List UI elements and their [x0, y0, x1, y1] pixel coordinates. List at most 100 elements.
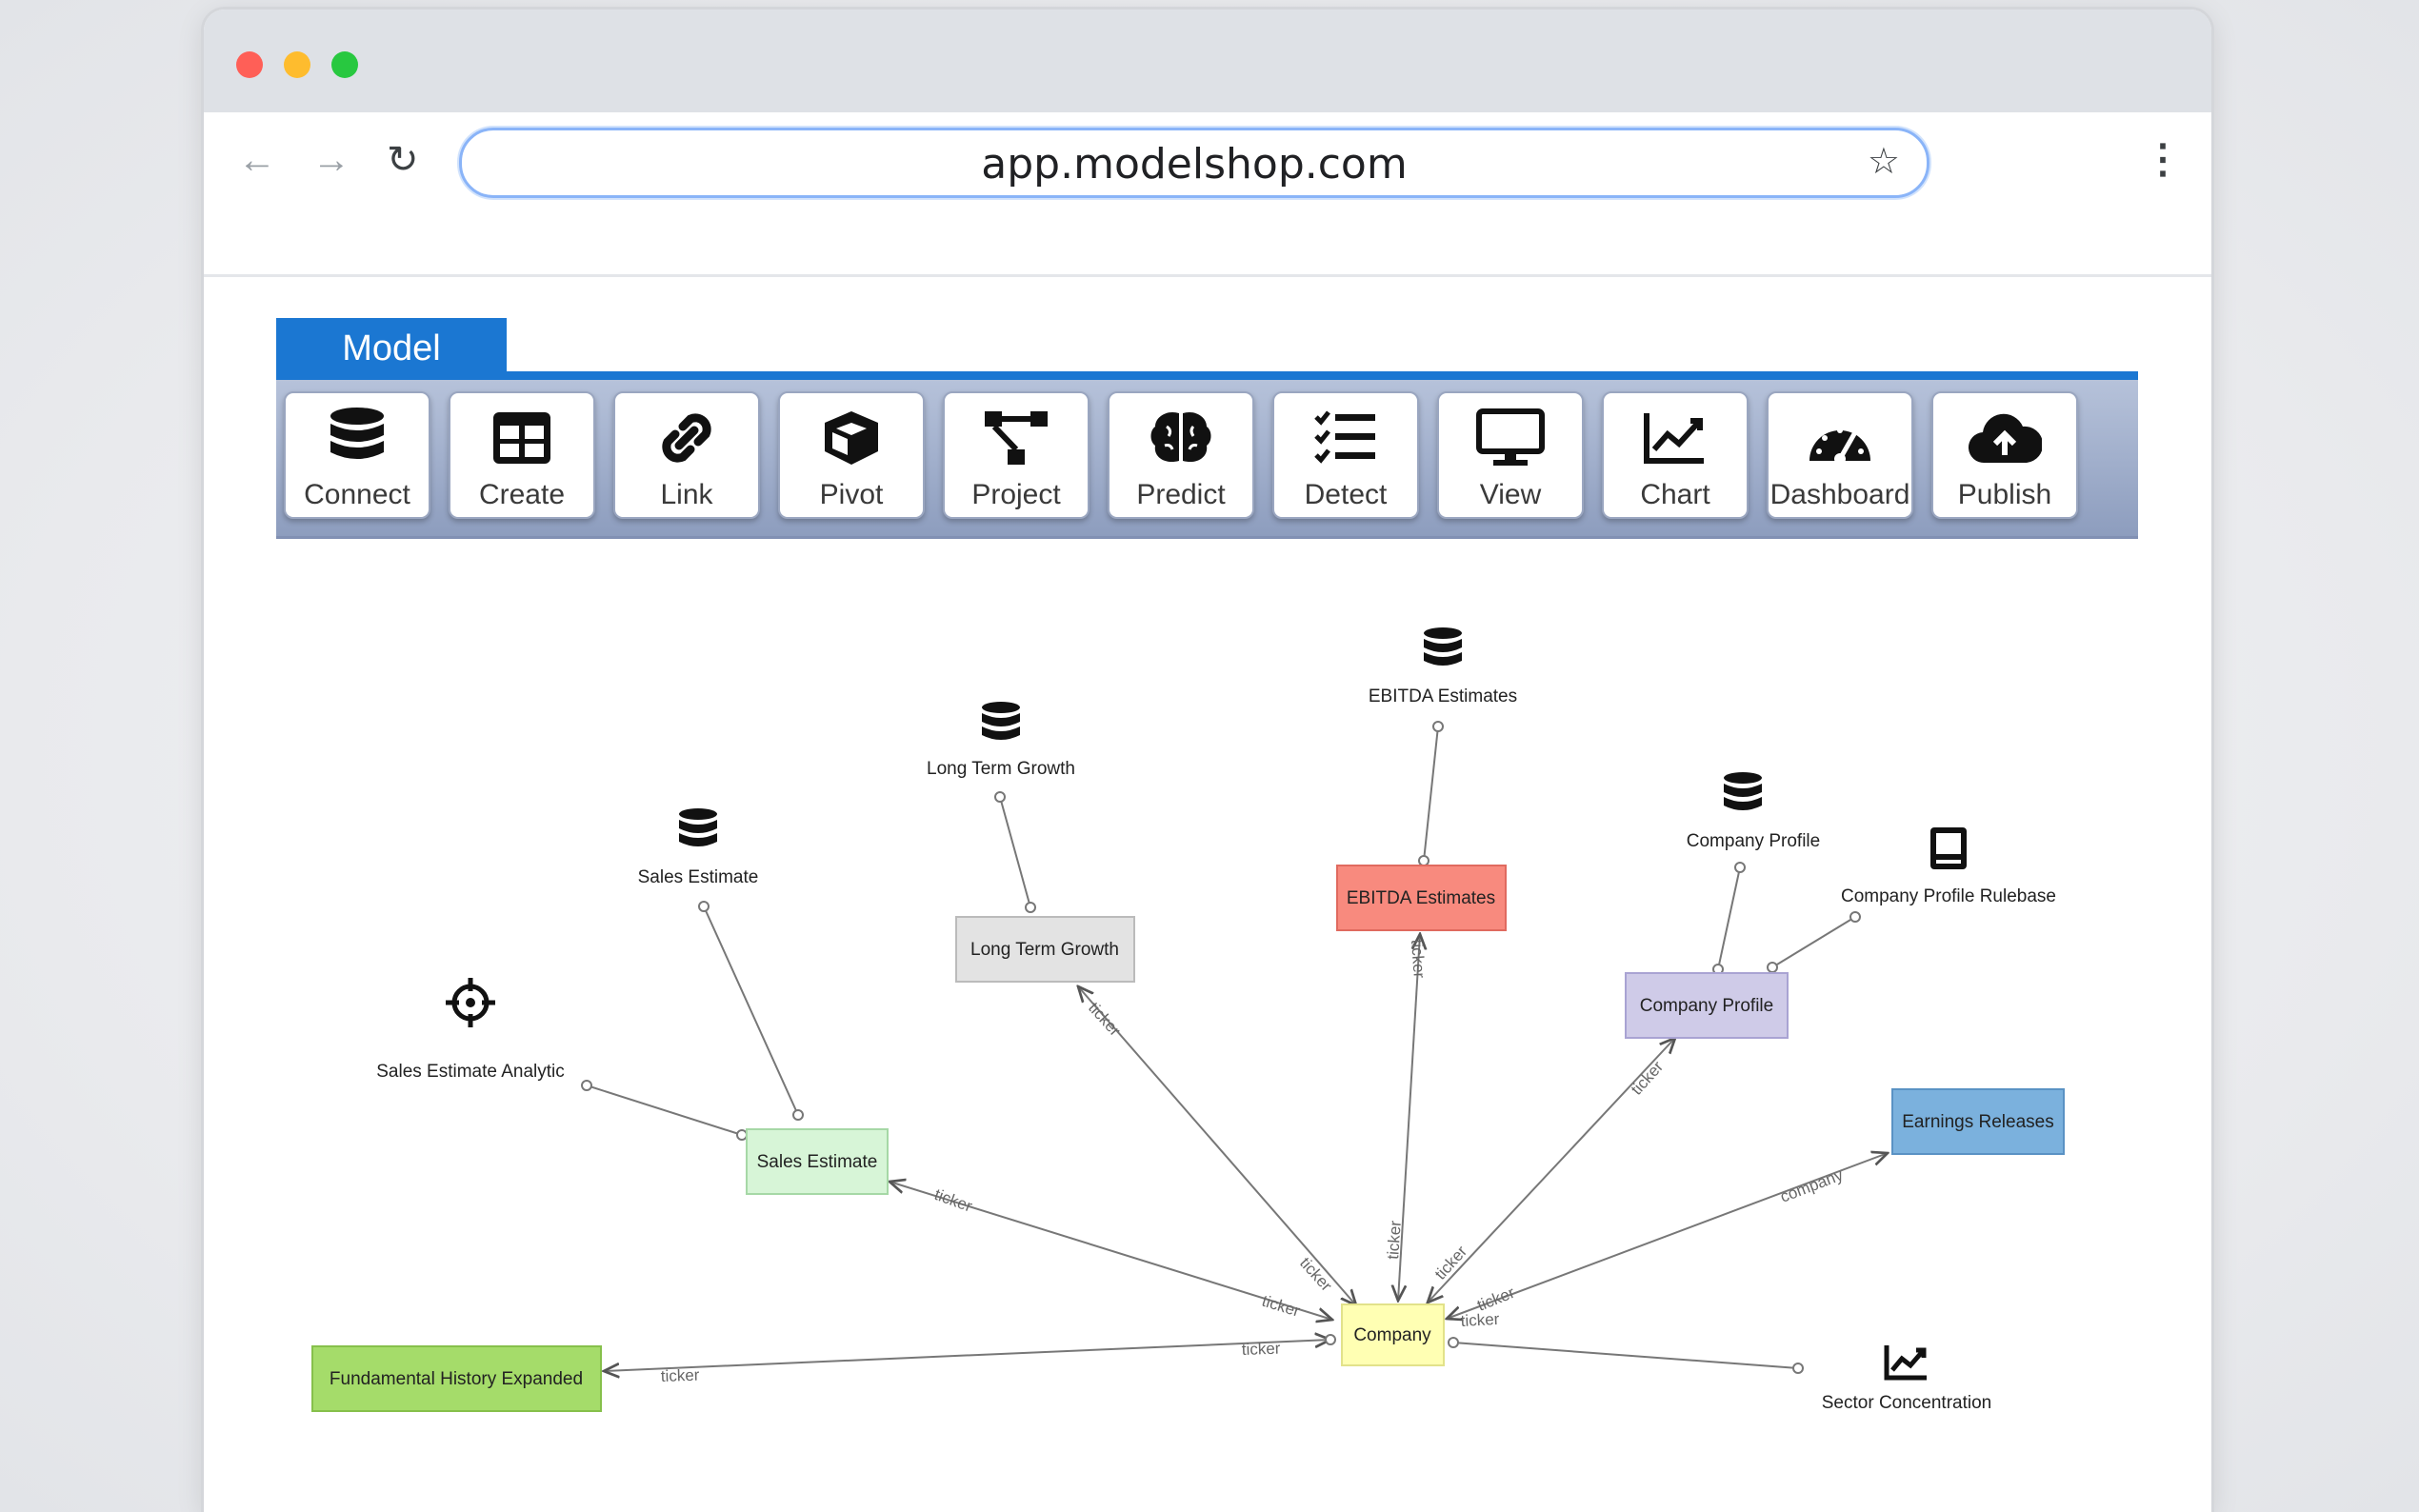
- cloud-upload-icon: [1933, 405, 2076, 471]
- browser-window: ← → ↻ app.modelshop.com ☆ ⋮ Model Canvas…: [204, 10, 2211, 1512]
- edge-label: ticker: [1628, 1058, 1668, 1099]
- source-sales-estimate-label: Sales Estimate: [638, 867, 759, 887]
- source-sector-concentration[interactable]: Sector Concentration: [1822, 1345, 1992, 1413]
- edge-sales-analytic[interactable]: [586, 1084, 743, 1136]
- toolbar: Connect Create Link Pivot: [276, 380, 2138, 539]
- edge-label: ticker: [1384, 1220, 1405, 1260]
- node-company-label: Company: [1353, 1325, 1431, 1345]
- view-button[interactable]: View: [1437, 391, 1584, 519]
- node-earnings-releases[interactable]: Earnings Releases: [1891, 1088, 2065, 1155]
- edge-label: ticker: [1408, 939, 1429, 979]
- node-sales-estimate[interactable]: Sales Estimate: [746, 1128, 889, 1195]
- monitor-icon: [1439, 405, 1582, 471]
- pivot-label: Pivot: [819, 479, 884, 510]
- node-long-term-growth[interactable]: Long Term Growth: [955, 916, 1135, 983]
- edge-label: company: [1778, 1165, 1847, 1206]
- node-company[interactable]: Company: [1341, 1303, 1445, 1366]
- bookmark-star-icon[interactable]: ☆: [1867, 142, 1900, 182]
- source-company-profile-rulebase[interactable]: Company Profile Rulebase: [1841, 827, 2056, 906]
- publish-button[interactable]: Publish: [1931, 391, 2078, 519]
- url-text: app.modelshop.com: [981, 140, 1408, 189]
- node-sales-estimate-label: Sales Estimate: [757, 1152, 878, 1172]
- node-long-term-growth-label: Long Term Growth: [970, 940, 1119, 960]
- forward-arrow-icon[interactable]: →: [312, 139, 350, 181]
- project-icon: [945, 405, 1088, 471]
- node-ebitda-estimates-label: EBITDA Estimates: [1347, 888, 1495, 908]
- edge-label: ticker: [932, 1185, 975, 1216]
- edge-ebitda-source[interactable]: [1423, 726, 1439, 862]
- chart-button[interactable]: Chart: [1602, 391, 1749, 519]
- node-fundamental-history[interactable]: Fundamental History Expanded: [311, 1345, 602, 1412]
- node-company-profile-label: Company Profile: [1640, 996, 1773, 1016]
- reload-icon[interactable]: ↻: [387, 139, 419, 181]
- chart-label: Chart: [1640, 479, 1710, 510]
- app-content: Model Canvas Connect Create: [204, 277, 2211, 1512]
- node-earnings-releases-label: Earnings Releases: [1902, 1112, 2053, 1132]
- model-canvas[interactable]: ticker ticker ticker ticker ticker ticke…: [204, 277, 2211, 1512]
- detect-button[interactable]: Detect: [1272, 391, 1419, 519]
- connect-label: Connect: [304, 479, 410, 510]
- project-label: Project: [971, 479, 1061, 510]
- source-sales-estimate-analytic[interactable]: Sales Estimate Analytic: [376, 978, 565, 1082]
- source-ebitda-estimates[interactable]: EBITDA Estimates: [1369, 627, 1517, 706]
- link-button[interactable]: Link: [613, 391, 760, 519]
- source-long-term-growth-label: Long Term Growth: [927, 759, 1075, 779]
- edge-company-sector[interactable]: [1452, 1342, 1799, 1369]
- close-window-button[interactable]: [236, 51, 263, 78]
- source-sales-estimate-analytic-label: Sales Estimate Analytic: [376, 1062, 564, 1082]
- source-long-term-growth[interactable]: Long Term Growth: [927, 702, 1075, 779]
- edge-company-ebitda[interactable]: [1398, 934, 1420, 1301]
- pivot-button[interactable]: Pivot: [778, 391, 925, 519]
- edge-profile-source[interactable]: [1717, 866, 1741, 970]
- brain-icon: [1110, 405, 1252, 471]
- gauge-icon: [1769, 405, 1911, 471]
- create-button[interactable]: Create: [449, 391, 595, 519]
- dashboard-button[interactable]: Dashboard: [1767, 391, 1913, 519]
- chart-icon: [1604, 405, 1747, 471]
- crosshair-icon: [446, 978, 495, 1027]
- browser-menu-icon[interactable]: ⋮: [2143, 136, 2183, 181]
- connect-button[interactable]: Connect: [284, 391, 430, 519]
- edge-profile-rulebase[interactable]: [1771, 916, 1856, 968]
- project-button[interactable]: Project: [943, 391, 1090, 519]
- node-company-profile[interactable]: Company Profile: [1625, 972, 1789, 1039]
- create-label: Create: [478, 479, 566, 510]
- source-company-profile-rulebase-label: Company Profile Rulebase: [1841, 886, 2056, 906]
- edge-company-fundamental[interactable]: [604, 1340, 1330, 1371]
- source-ebitda-estimates-label: EBITDA Estimates: [1369, 686, 1517, 706]
- edge-ltg-source[interactable]: [999, 796, 1031, 908]
- node-fundamental-history-label: Fundamental History Expanded: [330, 1369, 583, 1389]
- link-icon: [615, 405, 758, 471]
- detect-label: Detect: [1304, 479, 1388, 510]
- predict-label: Predict: [1136, 479, 1226, 510]
- title-bar: [204, 10, 2211, 112]
- maximize-window-button[interactable]: [331, 51, 358, 78]
- edge-label: ticker: [660, 1366, 700, 1385]
- database-icon: [1724, 772, 1762, 810]
- source-sales-estimate[interactable]: Sales Estimate: [638, 808, 759, 887]
- predict-button[interactable]: Predict: [1108, 391, 1254, 519]
- database-icon: [982, 702, 1020, 740]
- database-icon: [1424, 627, 1462, 666]
- edge-sales-source[interactable]: [703, 905, 799, 1116]
- url-input[interactable]: app.modelshop.com ☆: [459, 128, 1929, 198]
- source-sector-concentration-label: Sector Concentration: [1822, 1393, 1992, 1413]
- edge-company-earnings[interactable]: [1447, 1153, 1888, 1319]
- source-company-profile-label: Company Profile: [1687, 831, 1820, 851]
- dashboard-label: Dashboard: [1769, 479, 1910, 510]
- node-ebitda-estimates[interactable]: EBITDA Estimates: [1336, 865, 1507, 931]
- edge-company-ltg[interactable]: [1078, 986, 1356, 1305]
- tab-underline: [276, 371, 2138, 380]
- checklist-icon: [1274, 405, 1417, 471]
- back-arrow-icon[interactable]: ←: [238, 139, 276, 181]
- cube-icon: [780, 405, 923, 471]
- source-company-profile[interactable]: Company Profile: [1687, 772, 1820, 851]
- table-icon: [450, 405, 593, 471]
- minimize-window-button[interactable]: [284, 51, 310, 78]
- edge-label: ticker: [1260, 1292, 1303, 1321]
- database-icon: [679, 808, 717, 846]
- database-icon: [286, 405, 429, 471]
- address-bar-row: ← → ↻ app.modelshop.com ☆ ⋮: [204, 112, 2211, 277]
- view-label: View: [1479, 479, 1542, 510]
- publish-label: Publish: [1957, 479, 2052, 510]
